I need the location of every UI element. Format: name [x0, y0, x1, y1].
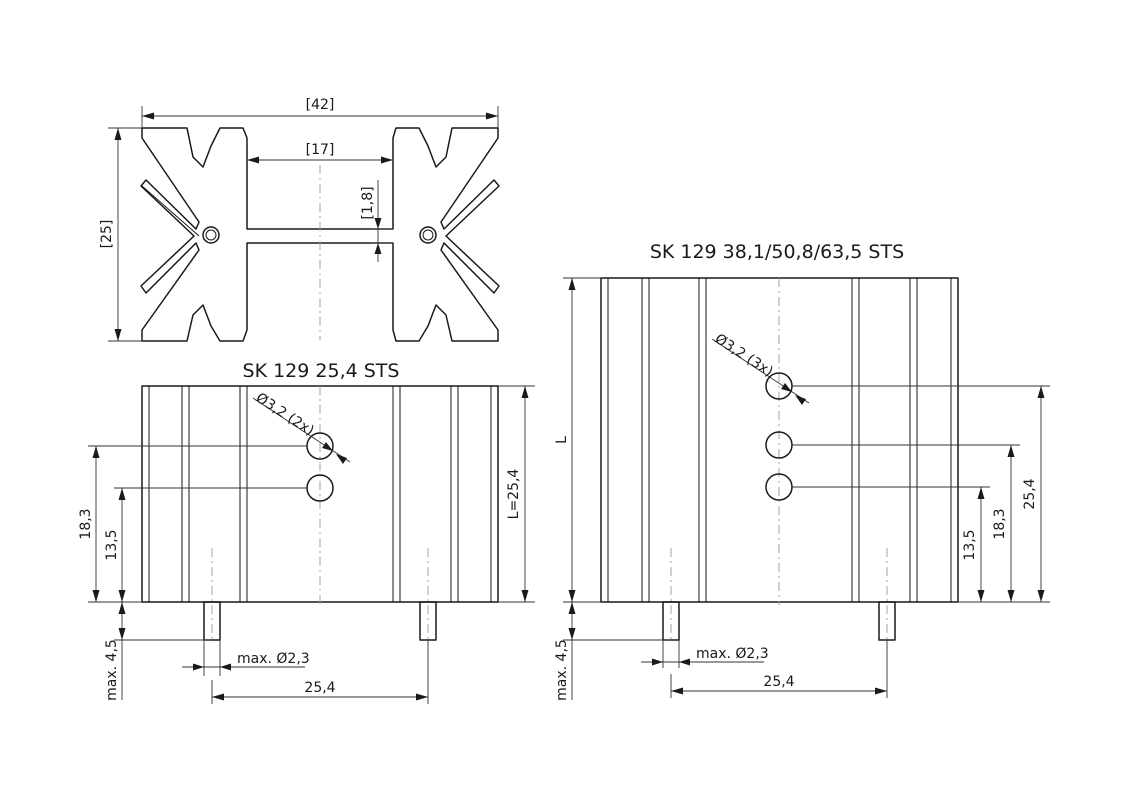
- right-dim-c: 13,5: [962, 529, 978, 560]
- dim-width-label: [42]: [306, 97, 335, 113]
- screw-hole-left-inner: [205, 229, 217, 241]
- right-dim-pin-pitch: 25,4: [763, 674, 794, 690]
- dim-inner-label: [17]: [306, 142, 335, 158]
- left-dim-b: 13,5: [104, 529, 120, 560]
- right-dim-pin-dia: max. Ø2,3: [696, 646, 769, 662]
- fin-edge: [141, 185, 200, 237]
- right-dim-pin-length: max. 4,5: [554, 639, 570, 701]
- right-side-view: SK 129 38,1/50,8/63,5 STS Ø3,2 (3x): [554, 241, 1050, 701]
- left-dim-pin-pitch: 25,4: [304, 680, 335, 696]
- left-dim-length: L=25,4: [506, 469, 522, 520]
- right-dim-length: L: [554, 436, 570, 444]
- dim-height-label: [25]: [99, 220, 115, 249]
- top-view-profile: [42] [17] [25] [1,8]: [99, 97, 500, 342]
- left-side-view: SK 129 25,4 STS Ø3,2 (2x) L=2: [78, 360, 535, 704]
- left-dim-pin-length: max. 4,5: [104, 639, 120, 701]
- right-dim-a: 25,4: [1022, 478, 1038, 509]
- right-dim-b: 18,3: [992, 508, 1008, 539]
- heatsink-profile-outline: [140, 127, 500, 342]
- screw-hole-right-inner: [422, 229, 434, 241]
- left-view-title: SK 129 25,4 STS: [243, 360, 400, 382]
- left-hole-label: Ø3,2 (2x): [253, 390, 317, 439]
- left-dim-a: 18,3: [78, 508, 94, 539]
- right-view-title: SK 129 38,1/50,8/63,5 STS: [650, 241, 904, 263]
- screw-hole-right: [419, 226, 437, 244]
- left-dim-pin-dia: max. Ø2,3: [237, 651, 310, 667]
- dim-thickness-label: [1,8]: [360, 186, 376, 219]
- right-hole-label: Ø3,2 (3x): [712, 331, 776, 380]
- right-body-outline: [600, 277, 959, 603]
- screw-hole-left: [202, 226, 220, 244]
